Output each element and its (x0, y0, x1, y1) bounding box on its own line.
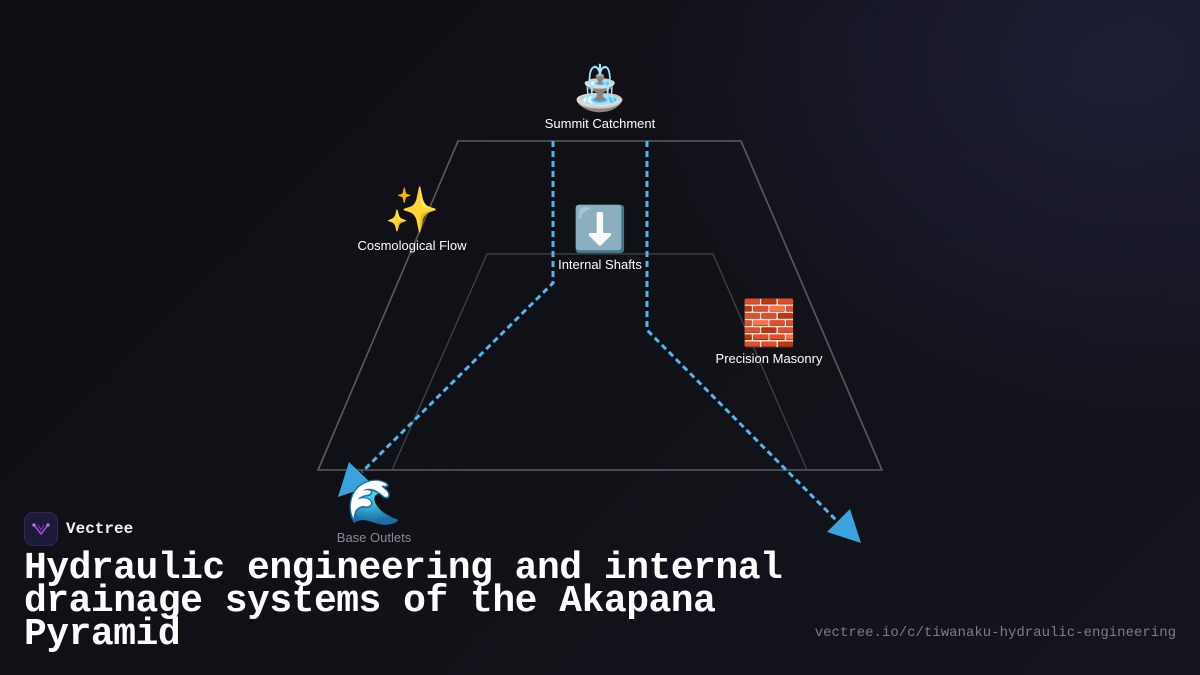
summit-catchment-label: Summit Catchment (544, 116, 656, 131)
node-summit-catchment: ⛲ Summit Catchment (544, 63, 656, 132)
fountain-icon: ⛲ (572, 63, 628, 114)
node-internal-shafts: ⬇️ Internal Shafts (558, 204, 642, 273)
source-url[interactable]: vectree.io/c/tiwanaku-hydraulic-engineer… (814, 625, 1176, 641)
sparkles-icon: ✨ (384, 185, 440, 236)
brick-icon: 🧱 (741, 298, 797, 349)
right-drainage-path (645, 141, 840, 524)
left-flow-arrowhead (338, 462, 373, 497)
node-cosmological-flow: ✨ Cosmological Flow (357, 185, 467, 254)
brand-name: Vectree (66, 520, 134, 538)
down-arrow-icon: ⬇️ (572, 204, 628, 255)
cosmological-flow-label: Cosmological Flow (357, 238, 467, 253)
internal-shafts-label: Internal Shafts (558, 257, 642, 272)
wave-icon: 🌊 (346, 477, 402, 528)
vectree-logo-icon (24, 512, 58, 546)
page-title: Hydraulic engineering and internal drain… (24, 547, 783, 656)
right-flow-arrowhead (827, 509, 861, 543)
precision-masonry-label: Precision Masonry (715, 351, 823, 366)
node-base-outlets: 🌊 Base Outlets (336, 477, 412, 546)
pyramid-inner-outline (391, 253, 808, 471)
node-precision-masonry: 🧱 Precision Masonry (715, 298, 823, 367)
left-drainage-path (360, 141, 555, 474)
brand[interactable]: Vectree (24, 512, 133, 546)
base-outlets-label: Base Outlets (336, 530, 412, 545)
